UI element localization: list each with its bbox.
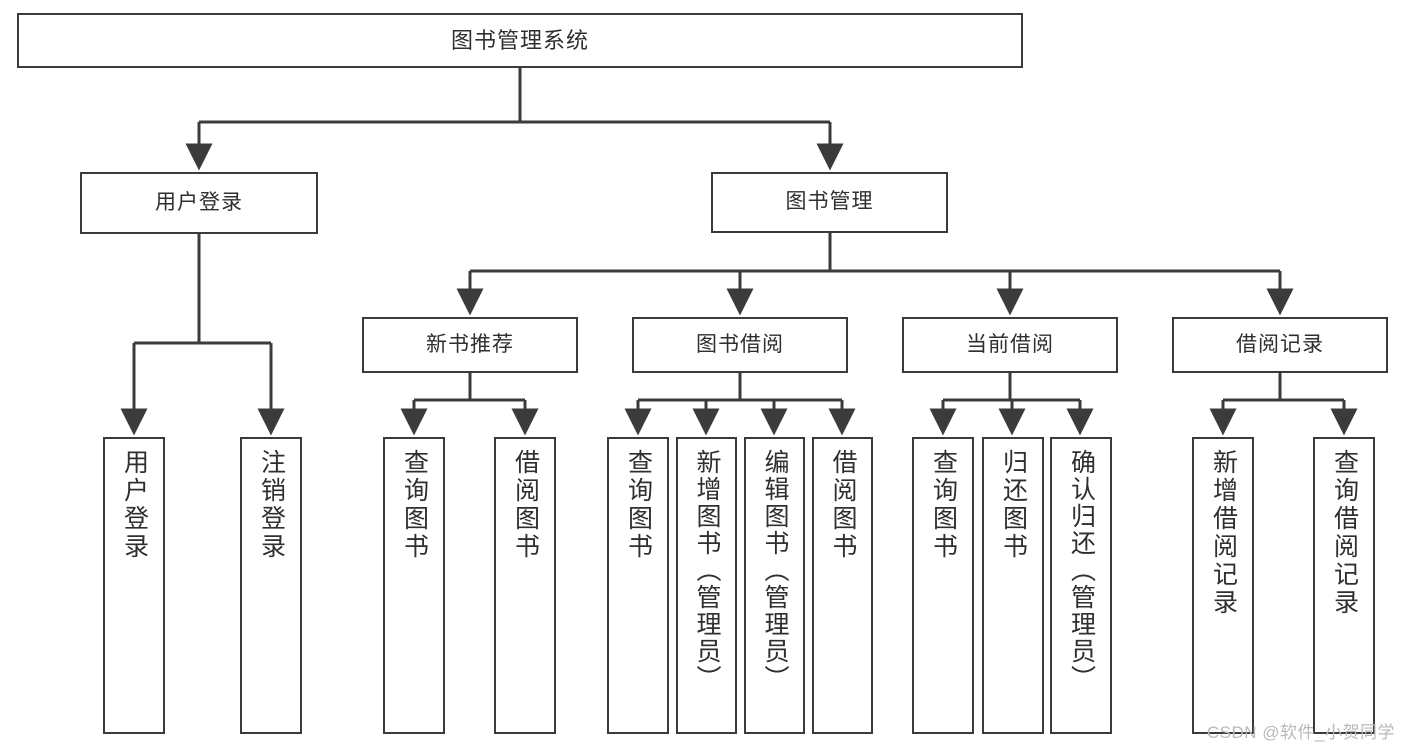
node-label: 新增借阅记录 <box>1209 449 1238 617</box>
node-label: 新书推荐 <box>426 332 514 356</box>
leaf-borrow-books-recommend[interactable]: 借阅图书 <box>494 437 556 734</box>
node-label: 确认归还（管理员） <box>1067 449 1096 692</box>
node-label: 用户登录 <box>155 190 243 214</box>
node-current-borrowing[interactable]: 当前借阅 <box>902 317 1118 373</box>
node-label: 查询图书 <box>400 449 429 561</box>
leaf-query-books-borrow[interactable]: 查询图书 <box>607 437 669 734</box>
node-root-book-management-system[interactable]: 图书管理系统 <box>17 13 1023 68</box>
leaf-query-books-recommend[interactable]: 查询图书 <box>383 437 445 734</box>
node-label: 图书管理系统 <box>450 27 589 53</box>
node-label: 借阅图书 <box>511 449 540 561</box>
node-label: 归还图书 <box>999 449 1028 561</box>
leaf-edit-book-admin[interactable]: 编辑图书（管理员） <box>744 437 805 734</box>
node-label: 当前借阅 <box>966 332 1054 356</box>
leaf-add-book-admin[interactable]: 新增图书（管理员） <box>676 437 737 734</box>
node-label: 图书借阅 <box>696 332 784 356</box>
csdn-watermark: CSDN @软件_小贺同学 <box>1206 723 1395 742</box>
leaf-add-borrow-record[interactable]: 新增借阅记录 <box>1192 437 1254 734</box>
node-label: 新增图书（管理员） <box>693 449 721 692</box>
node-label: 借阅图书 <box>829 449 857 561</box>
node-book-borrowing[interactable]: 图书借阅 <box>632 317 848 373</box>
leaf-query-borrow-record[interactable]: 查询借阅记录 <box>1313 437 1375 734</box>
leaf-user-login[interactable]: 用户登录 <box>103 437 165 734</box>
node-label: 用户登录 <box>120 449 149 561</box>
node-label: 查询图书 <box>929 449 958 561</box>
leaf-confirm-return-admin[interactable]: 确认归还（管理员） <box>1050 437 1112 734</box>
leaf-logout-login[interactable]: 注销登录 <box>240 437 302 734</box>
leaf-borrow-books[interactable]: 借阅图书 <box>812 437 873 734</box>
node-user-login[interactable]: 用户登录 <box>80 172 318 234</box>
node-borrow-records[interactable]: 借阅记录 <box>1172 317 1388 373</box>
node-label: 借阅记录 <box>1236 332 1324 356</box>
node-label: 注销登录 <box>257 449 286 561</box>
node-label: 查询图书 <box>624 449 653 561</box>
node-book-management[interactable]: 图书管理 <box>711 172 948 233</box>
node-new-book-recommendation[interactable]: 新书推荐 <box>362 317 578 373</box>
leaf-query-books-current[interactable]: 查询图书 <box>912 437 974 734</box>
leaf-return-books[interactable]: 归还图书 <box>982 437 1044 734</box>
node-label: 编辑图书（管理员） <box>761 449 789 692</box>
node-label: 图书管理 <box>785 190 874 214</box>
node-label: 查询借阅记录 <box>1330 449 1359 617</box>
